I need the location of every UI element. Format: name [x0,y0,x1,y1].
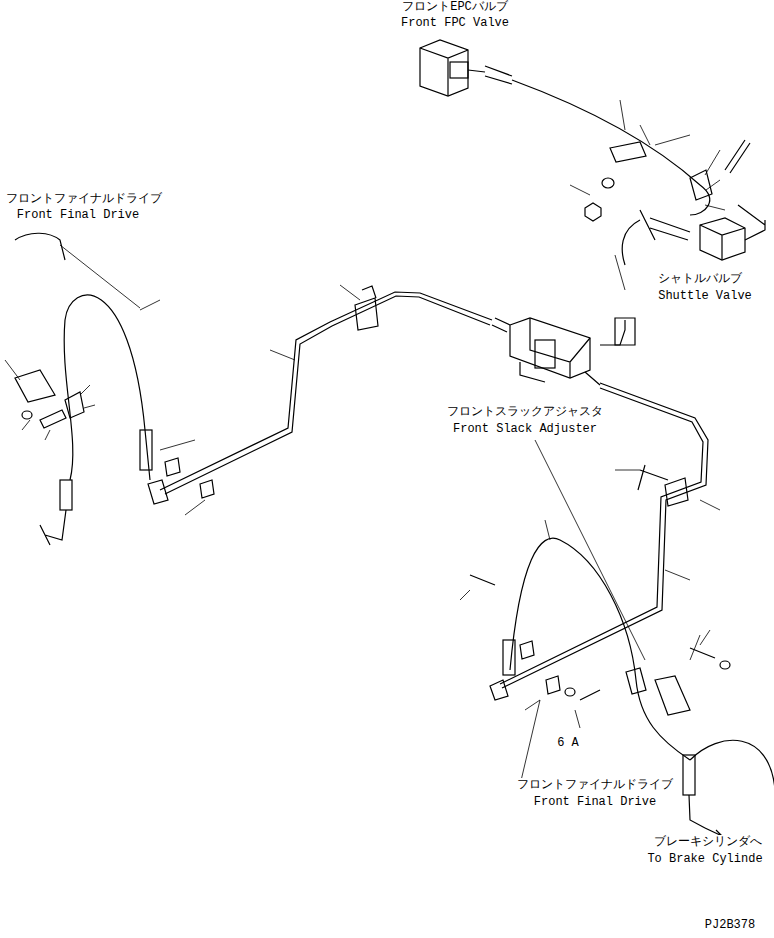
bracket [15,370,55,402]
part-label: フロントスラックアジャスタ [445,405,605,419]
washer [565,661,730,696]
bolt [638,465,668,490]
part-label: フロントファイナルドライブ [4,192,164,206]
bolt [470,575,715,700]
hose [622,220,640,265]
elbow [40,510,66,545]
part-label: Front Slack Adjuster [451,422,599,436]
pipe [165,296,490,494]
fitting [148,480,168,504]
clamp [626,668,646,694]
bracket [655,676,690,715]
clamp [610,142,646,162]
drawing-number: PJ2B378 [703,918,757,932]
part-label: Front FPC Valve [399,16,511,30]
clamp [690,170,712,200]
part-label: フロントファイナルドライブ [515,778,675,792]
washer [22,411,32,419]
clip [520,641,560,694]
final-drive [690,740,774,790]
part-label: 6 A [555,736,581,750]
clamp [355,286,378,330]
fitting [490,680,508,700]
clip [165,458,214,498]
part-label: ブレーキシリンダへ [652,835,764,849]
fitting [503,640,515,675]
hose [510,538,690,760]
fitting [683,755,695,795]
fitting [640,210,690,240]
shuttle-valve [700,205,765,260]
hose [512,80,710,215]
part-label: Front Final Drive [532,795,658,809]
pipe [600,320,625,345]
pipe [160,292,492,490]
slack-adjuster [492,318,600,385]
part-label: Shuttle Valve [656,289,754,303]
elbow [689,795,705,828]
bolt [725,140,750,173]
hose [485,66,512,84]
epc-valve [420,40,485,96]
bolt [40,410,66,428]
leader-line [5,100,725,785]
fitting [140,430,152,470]
part-label: Front Final Drive [15,208,141,222]
clamp [665,478,688,506]
fitting [615,318,635,345]
part-label: To Brake Cylinde [645,852,764,866]
fitting [60,480,72,510]
part-label: フロントEPCバルブ [400,0,510,14]
washer [602,178,614,188]
part-label: シャトルバルブ [656,272,744,286]
hose [64,295,150,480]
final-drive [15,233,65,260]
clamp [65,392,84,418]
nut [585,203,601,221]
